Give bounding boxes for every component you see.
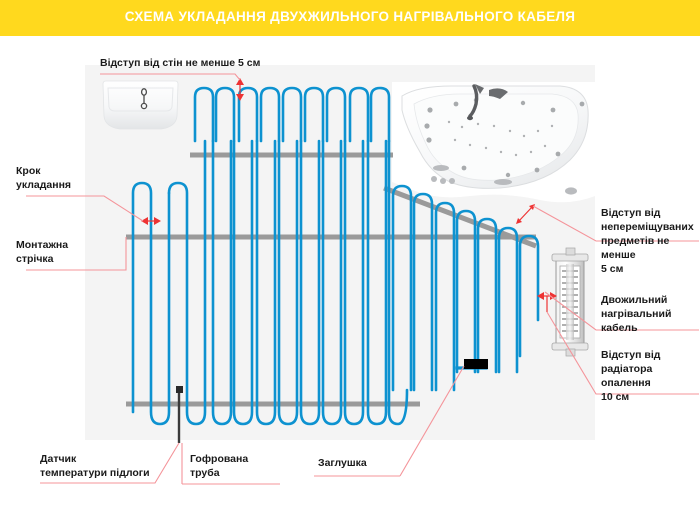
- wall-radiator: [551, 247, 589, 357]
- arrow-laying-pitch: [141, 217, 161, 225]
- corner-bathtub: [392, 82, 595, 203]
- label-heating-cable: Двожильний нагрівальний кабель: [601, 294, 672, 334]
- arrow-wall-offset: [236, 78, 244, 101]
- page-title: СХЕМА УКЛАДАННЯ ДВУХЖИЛЬНОГО НАГРІВАЛЬНО…: [124, 9, 576, 24]
- faucet-icon: [140, 88, 148, 110]
- label-end-cap: Заглушка: [318, 457, 367, 469]
- leader-fixed-objects: [532, 205, 699, 242]
- label-wall-offset: Відступ від стін не менше 5 см: [100, 57, 261, 69]
- label-corrugated-tube: Гофрована труба: [190, 453, 249, 479]
- label-laying-pitch: Крок укладання: [16, 165, 72, 191]
- leader-floor-sensor: [40, 442, 180, 484]
- title-banner: СХЕМА УКЛАДАННЯ ДВУХЖИЛЬНОГО НАГРІВАЛЬНО…: [0, 0, 700, 36]
- bathtub-mixer-icon: [467, 84, 508, 121]
- leader-heating-cable: [544, 291, 699, 331]
- arrow-fixed-objects-offset: [516, 204, 535, 224]
- leader-mounting-tape: [26, 237, 127, 271]
- leader-radiator-offset: [546, 311, 699, 395]
- label-floor-sensor: Датчик температури підлоги: [40, 453, 150, 479]
- leader-laying-pitch: [26, 195, 144, 222]
- measurement-arrows: [141, 78, 557, 312]
- floor-temperature-sensor: [176, 386, 183, 393]
- label-radiator-offset: Відступ від радіатора опалення 10 см: [601, 349, 661, 403]
- leader-lines: [26, 73, 699, 485]
- cable-end-cap: [464, 359, 488, 369]
- corrugated-tube-with-sensor: [176, 386, 183, 443]
- heating-cable-stepped-section: [391, 184, 540, 392]
- leader-wall-offset: [100, 73, 241, 81]
- mounting-tape-strips: [126, 152, 537, 407]
- arrow-radiator-offset: [537, 292, 557, 312]
- label-fixed-objects-offset: Відступ від непереміщуваних предметів не…: [601, 207, 694, 275]
- leader-end-cap: [399, 365, 465, 477]
- label-mounting-tape: Монтажна стрічка: [16, 239, 69, 265]
- heating-cable-top-section: [193, 86, 391, 143]
- bathroom-sink: [102, 80, 179, 130]
- heating-cable-main-field: [131, 139, 409, 426]
- mounting-tape-diagonal: [383, 185, 537, 249]
